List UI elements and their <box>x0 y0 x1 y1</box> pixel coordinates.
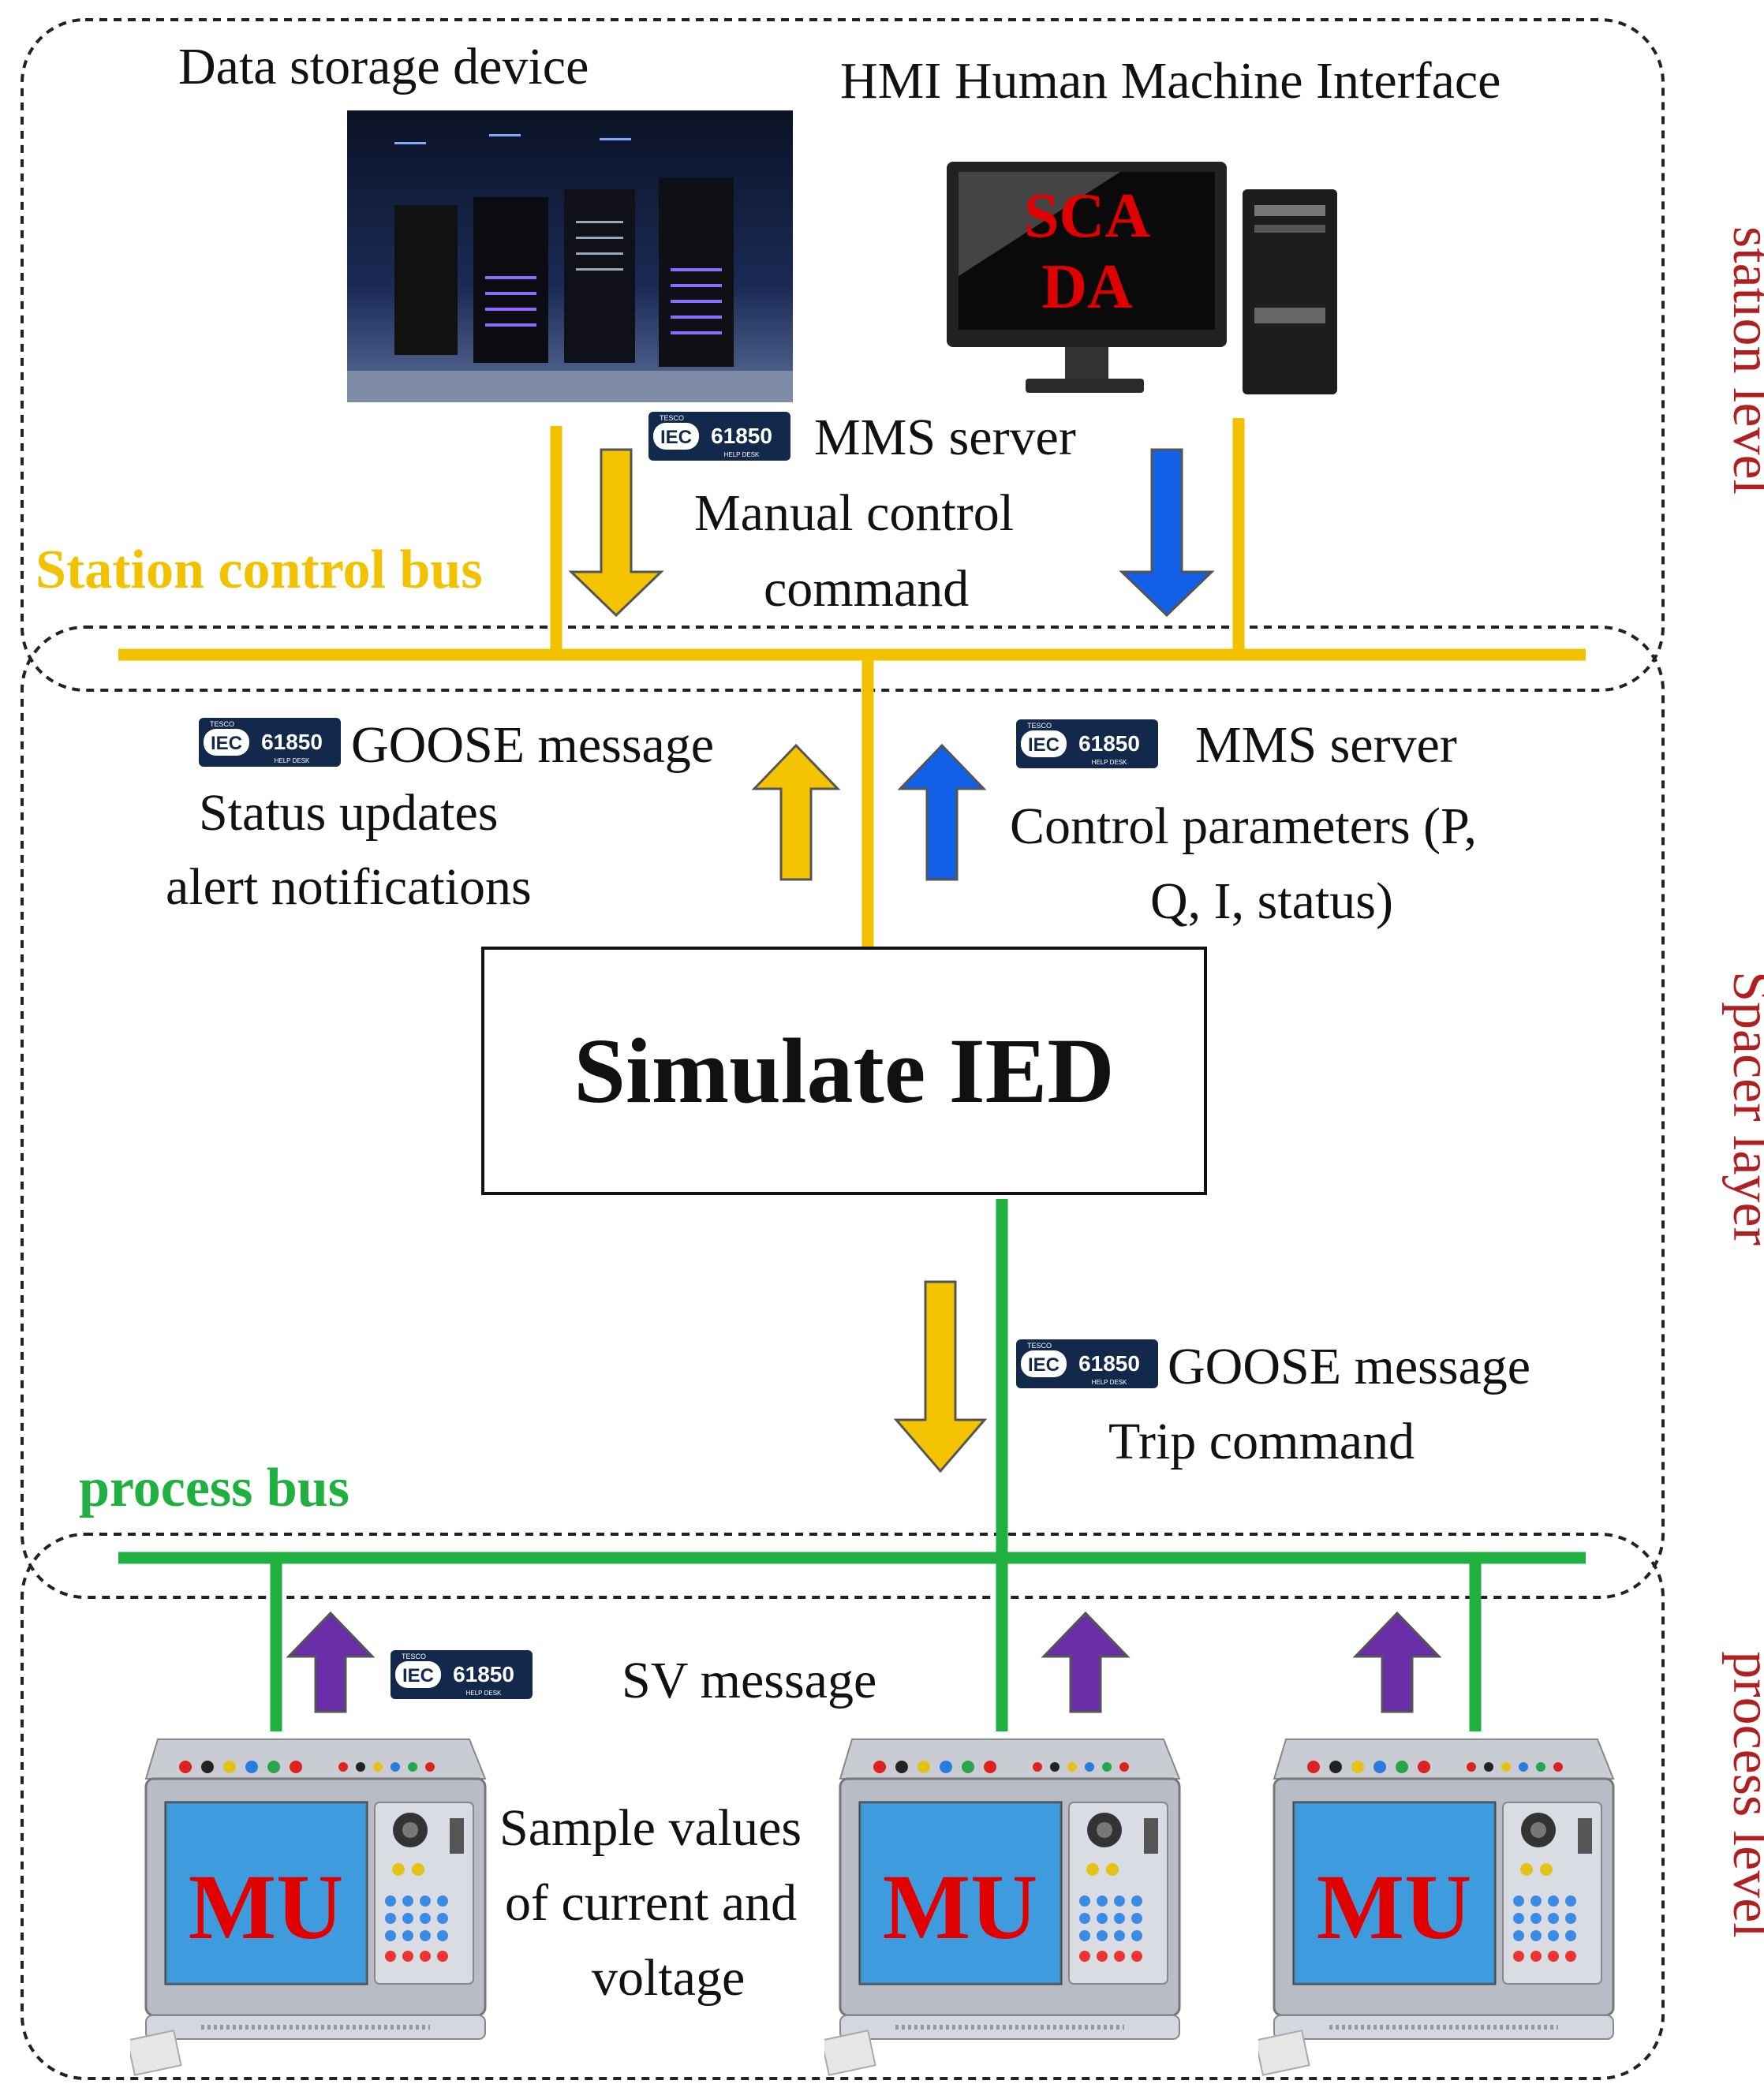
sample-values-line2: of current and <box>505 1874 798 1932</box>
iec-61850-logo: IEC 61850 TESCO HELP DESK <box>391 1650 533 1699</box>
iec-61850-logo: IEC 61850 TESCO HELP DESK <box>199 718 341 767</box>
iec-badge-top: TESCO <box>210 720 234 728</box>
server-rack-icon <box>347 110 793 402</box>
hmi-title: HMI Human Machine Interface <box>840 52 1501 110</box>
test-set-icon: MU <box>130 1739 487 2076</box>
simulate-ied-box: Simulate IED <box>481 947 1207 1195</box>
iec-badge-bottom: HELP DESK <box>275 757 310 764</box>
goose-status-title: GOOSE message <box>351 716 715 774</box>
station-control-bus <box>118 418 1586 951</box>
iec-badge-number: 61850 <box>711 424 772 448</box>
station-mms-title: MMS server <box>814 409 1076 466</box>
station-manual-control-line2: command <box>764 560 970 618</box>
iec-badge-top: TESCO <box>1027 1342 1052 1350</box>
goose-status-arrow-up-icon <box>751 743 841 881</box>
mms-control-line2: Q, I, status) <box>1150 872 1393 930</box>
process-bus-line <box>118 1199 1586 1731</box>
scada-label-line1: SCA <box>1024 181 1150 251</box>
scada-label-line2: DA <box>1041 252 1133 322</box>
spacer-layer-region <box>21 626 1665 1599</box>
storage-device-title: Data storage device <box>178 38 589 95</box>
trip-command-label: Trip command <box>1108 1413 1415 1470</box>
station-control-bus-label: Station control bus <box>36 540 483 600</box>
iec-badge-top: TESCO <box>1027 722 1052 730</box>
iec-badge-prefix: IEC <box>402 1665 434 1686</box>
station-level-region <box>21 18 1665 692</box>
goose-status-line1: Status updates <box>199 784 499 842</box>
iec-badge-bottom: HELP DESK <box>724 451 760 458</box>
iec-badge-number: 61850 <box>1078 1351 1140 1376</box>
desktop-computer-icon: SCA DA <box>947 162 1337 394</box>
iec-badge-prefix: IEC <box>1028 734 1060 756</box>
test-set-icon: MU <box>1258 1739 1615 2076</box>
station-manual-control-line1: Manual control <box>694 484 1015 542</box>
trip-goose-title: GOOSE message <box>1168 1338 1531 1395</box>
iec-badge-prefix: IEC <box>660 427 692 448</box>
iec-badge-bottom: HELP DESK <box>1092 759 1127 766</box>
mu-label: MU <box>883 1855 1038 1959</box>
mms-control-line1: Control parameters (P, <box>1010 797 1478 855</box>
sample-values-line1: Sample values <box>499 1799 802 1857</box>
mu-label: MU <box>1317 1855 1472 1959</box>
goose-status-line2: alert notifications <box>166 858 532 916</box>
iec-61850-logo: IEC 61850 TESCO HELP DESK <box>1016 1339 1158 1388</box>
sv-arrow-up-icon <box>1041 1611 1131 1713</box>
iec-61850-logo: IEC 61850 TESCO HELP DESK <box>1016 719 1158 768</box>
iec-badge-number: 61850 <box>261 730 323 754</box>
process-level-label: process level <box>1721 1651 1764 1938</box>
process-bus-label: process bus <box>79 1458 349 1518</box>
iec-61850-logo: IEC 61850 TESCO HELP DESK <box>648 412 790 461</box>
simulate-ied-label: Simulate IED <box>574 1018 1115 1122</box>
process-level-region <box>21 1533 1665 2080</box>
iec-badge-top: TESCO <box>402 1653 426 1660</box>
sv-arrow-up-icon <box>1352 1611 1442 1713</box>
mms-arrow-down-icon <box>1119 448 1215 618</box>
sample-values-line3: voltage <box>592 1949 746 2007</box>
manual-control-arrow-down-icon <box>568 448 664 618</box>
sv-arrow-up-icon <box>286 1611 376 1713</box>
iec-badge-top: TESCO <box>660 414 684 422</box>
iec-badge-number: 61850 <box>453 1662 514 1686</box>
iec-badge-prefix: IEC <box>1028 1354 1060 1376</box>
trip-arrow-down-icon <box>893 1280 988 1473</box>
iec-badge-bottom: HELP DESK <box>466 1690 502 1697</box>
station-level-label: station level <box>1721 226 1764 495</box>
test-set-icon: MU <box>824 1739 1181 2076</box>
sv-message-label: SV message <box>622 1652 877 1709</box>
iec-badge-number: 61850 <box>1078 731 1140 756</box>
iec-badge-bottom: HELP DESK <box>1092 1379 1127 1386</box>
mms-control-title: MMS server <box>1195 716 1457 774</box>
mms-control-arrow-up-icon <box>897 743 987 881</box>
iec-badge-prefix: IEC <box>211 733 242 754</box>
mu-label: MU <box>189 1855 344 1959</box>
spacer-layer-label: Spacer layer <box>1721 971 1764 1246</box>
